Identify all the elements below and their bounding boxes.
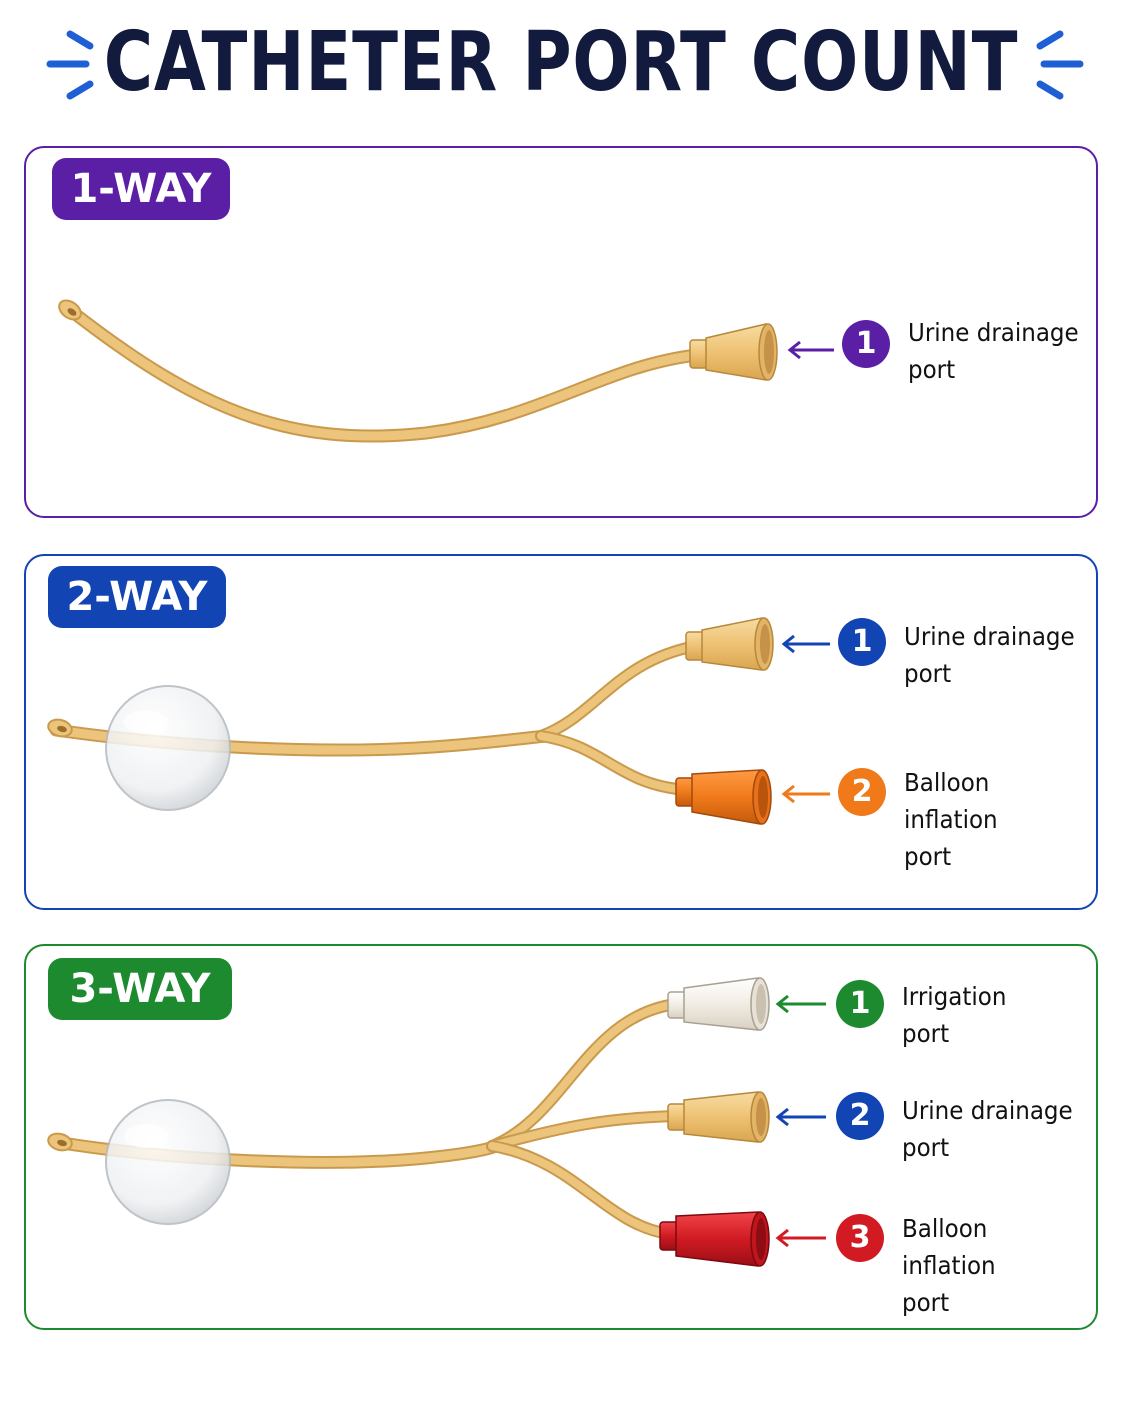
three-way-balloon-valve (659, 1211, 770, 1267)
badge-two-way: 2-WAY (48, 566, 226, 628)
two-way-balloon (105, 685, 231, 811)
port-number-3: 3 (836, 1214, 884, 1262)
port-label-balloon-inflation: Balloon inflation port (904, 768, 998, 871)
three-way-catheter-drawing (47, 977, 826, 1267)
port-number-2: 2 (838, 768, 886, 816)
burst-left-icon (46, 30, 94, 100)
port-number-1: 1 (838, 618, 886, 666)
panel-one-way: 1-WAY 1 Urine drainage port (24, 146, 1098, 518)
panel-two-way: 2-WAY 1 Urine drainage port 2 Balloon in… (24, 554, 1098, 910)
two-way-drainage-funnel (685, 617, 774, 671)
three-way-drainage-funnel (667, 1091, 770, 1143)
badge-three-way: 3-WAY (48, 958, 232, 1020)
port-label-urine-drainage: Urine drainage port (908, 318, 1079, 384)
port-label-balloon-inflation: Balloon inflation port (902, 1214, 996, 1317)
one-way-drainage-funnel (689, 323, 778, 381)
badge-one-way: 1-WAY (52, 158, 230, 220)
port-number-2: 2 (836, 1092, 884, 1140)
port-label-urine-drainage: Urine drainage port (902, 1096, 1073, 1162)
three-way-irrigation-funnel (667, 977, 770, 1031)
page-title: CATHETER PORT COUNT (103, 15, 1019, 110)
panel-three-way: 3-WAY 1 Irrigation port 2 Urine drainage… (24, 944, 1098, 1330)
port-label-urine-drainage: Urine drainage port (904, 622, 1075, 688)
two-way-catheter-drawing (47, 617, 830, 825)
port-number-1: 1 (836, 980, 884, 1028)
three-way-balloon (105, 1099, 231, 1225)
two-way-balloon-valve (675, 769, 772, 825)
one-way-catheter-drawing (58, 299, 834, 443)
port-label-irrigation: Irrigation port (902, 982, 1007, 1048)
burst-right-icon (1036, 30, 1084, 100)
port-number-1: 1 (842, 320, 890, 368)
